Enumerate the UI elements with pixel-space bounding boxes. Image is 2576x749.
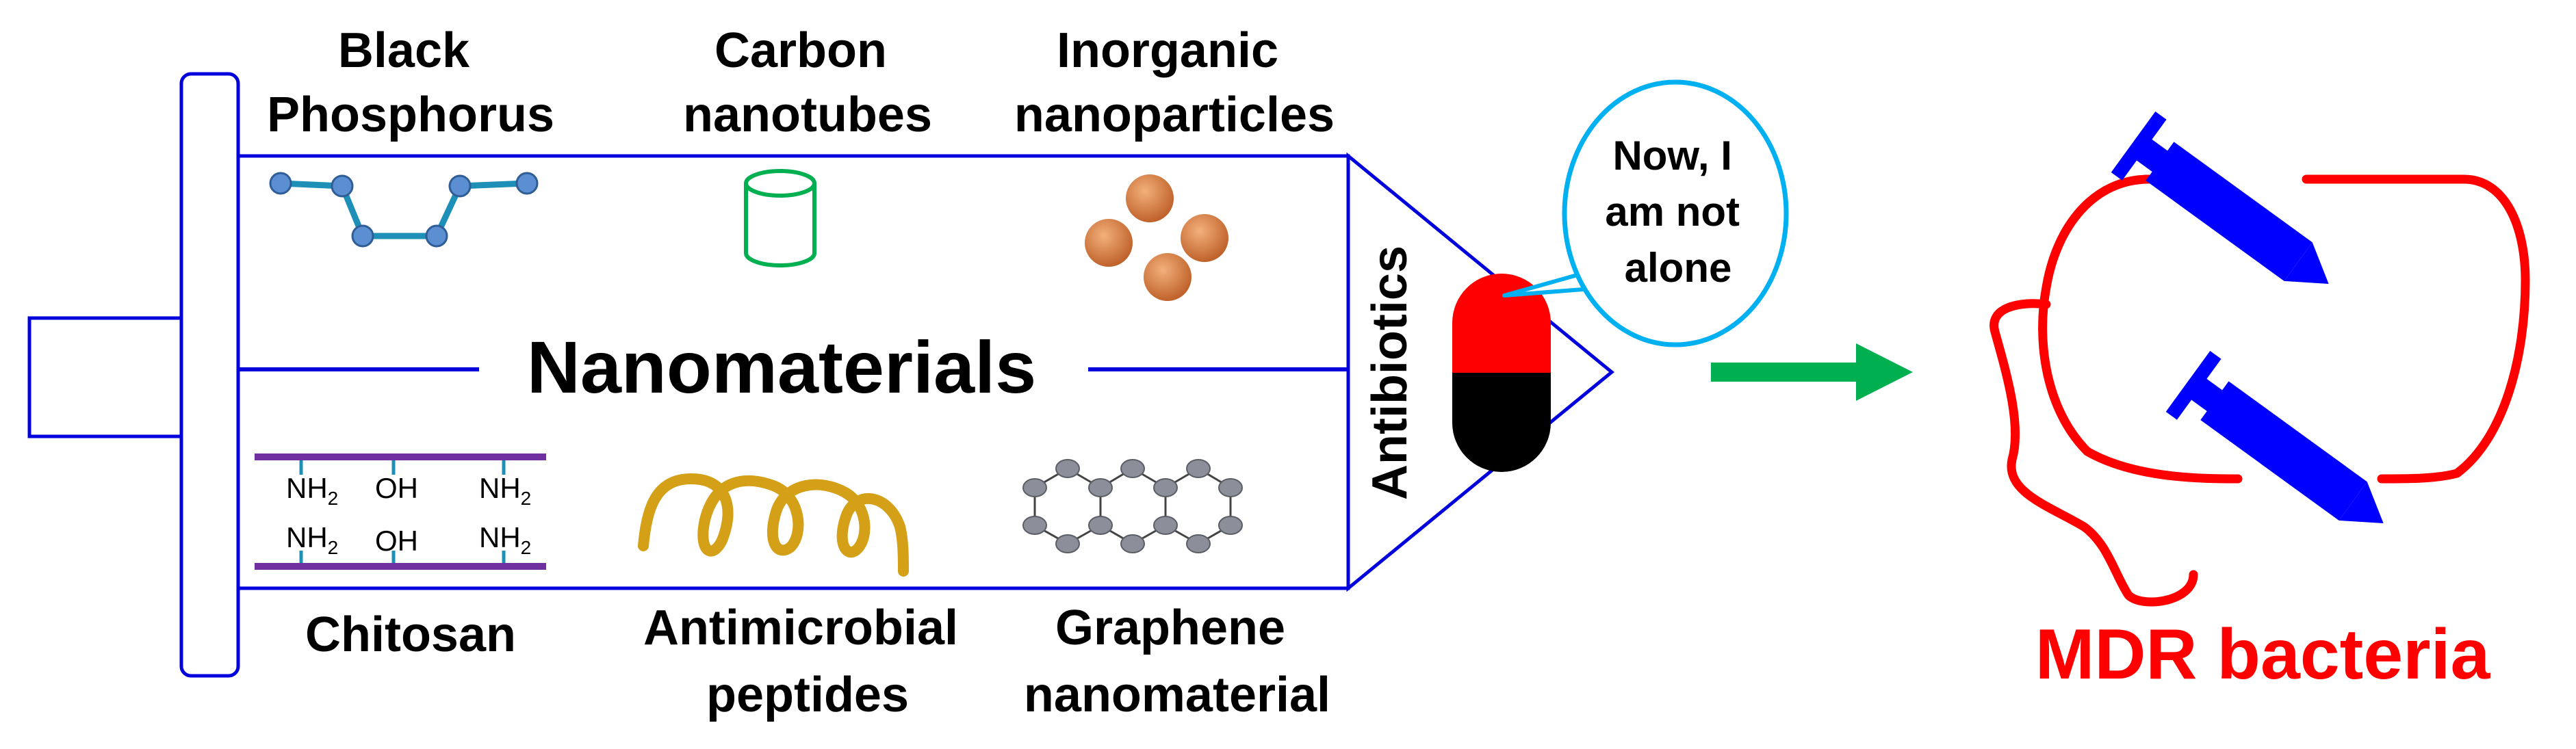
graphene-atom xyxy=(1088,478,1113,497)
graphene-icon xyxy=(1022,459,1243,553)
graphene-atom xyxy=(1120,534,1145,553)
syringe-plunger xyxy=(27,316,185,438)
graphene-atom xyxy=(1186,459,1211,478)
graphene-atom xyxy=(1120,459,1145,478)
label-inorganic-nanoparticles: Inorganic nanoparticles xyxy=(1014,23,1335,142)
speech-bubble: Now, I am not alone xyxy=(1502,79,1789,347)
svg-text:OH: OH xyxy=(375,525,418,557)
label-chitosan: Chitosan xyxy=(305,607,516,662)
svg-text:NH2: NH2 xyxy=(479,521,531,558)
black-phosphorus-icon xyxy=(269,172,539,248)
mdr-syringe-top-icon xyxy=(2111,111,2329,284)
center-label: Nanomaterials xyxy=(527,326,1036,408)
bubble-line-2: am not xyxy=(1605,189,1740,235)
bubble-line-1: Now, I xyxy=(1612,133,1731,179)
arrow-icon xyxy=(1711,343,1913,401)
mdr-syringe-bottom-icon xyxy=(2165,350,2384,523)
svg-text:OH: OH xyxy=(375,472,418,504)
graphene-atom xyxy=(1218,516,1243,535)
chitosan-icon: NH2 OH NH2 NH2 OH NH2 xyxy=(255,454,546,570)
carbon-nanotube-icon xyxy=(744,169,816,267)
svg-text:NH2: NH2 xyxy=(286,472,338,509)
inorganic-nanoparticles-icon xyxy=(1085,174,1228,301)
svg-text:NH2: NH2 xyxy=(479,472,531,509)
antibiotic-capsule-icon xyxy=(1452,274,1551,472)
graphene-atom xyxy=(1218,478,1243,497)
syringe-flange xyxy=(179,72,240,678)
antimicrobial-peptide-icon xyxy=(638,473,909,577)
svg-text:Now, I am not alon: Now, I am not alone xyxy=(1605,133,1751,291)
label-carbon-nanotubes: Carbon nanotubes xyxy=(683,23,932,142)
graphene-atom xyxy=(1153,478,1178,497)
antibiotics-label: Antibiotics xyxy=(1363,246,1417,500)
graphene-atom xyxy=(1055,534,1080,553)
mdr-bacteria-label: MDR bacteria xyxy=(2035,615,2491,694)
svg-text:NH2: NH2 xyxy=(286,521,338,558)
label-graphene-nanomaterial: Graphene nanomaterial xyxy=(1024,601,1330,722)
graphene-atom xyxy=(1055,459,1080,478)
graphene-atom xyxy=(1022,478,1047,497)
graphene-atom xyxy=(1153,516,1178,535)
label-black-phosphorus: Black Phosphorus xyxy=(267,23,554,142)
label-antimicrobial-peptides: Antimicrobial peptides xyxy=(643,601,972,722)
graphene-atom xyxy=(1088,516,1113,535)
bubble-line-3: alone xyxy=(1625,245,1732,291)
graphene-atom xyxy=(1186,534,1211,553)
graphene-atom xyxy=(1022,516,1047,535)
mdr-bacteria-icon xyxy=(1989,174,2530,607)
